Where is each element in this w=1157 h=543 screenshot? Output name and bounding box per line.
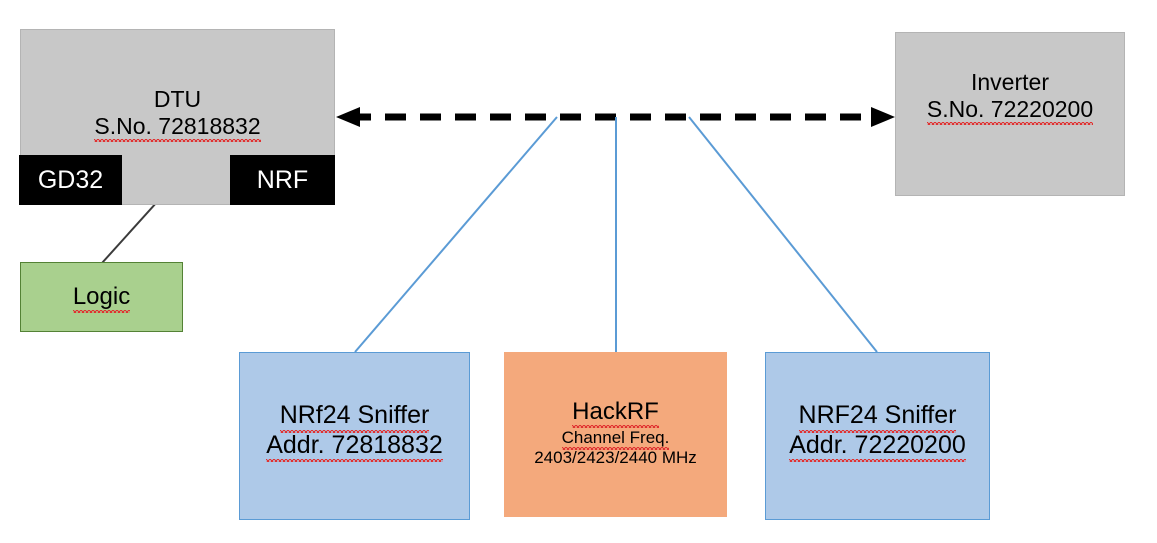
tap-right-connector [688, 116, 878, 353]
hackrf-title: HackRF [572, 398, 659, 429]
inverter-serial: S.No. 72220200 [926, 96, 1094, 126]
logic-node[interactable]: Logic [20, 262, 183, 332]
sniffer-right-address: Addr. 72220200 [789, 430, 966, 462]
inverter-title: Inverter [971, 68, 1049, 95]
dtu-title: DTU [153, 86, 202, 112]
logic-label: Logic [72, 282, 131, 314]
hackrf-node[interactable]: HackRF Channel Freq. 2403/2423/2440 MHz [504, 352, 727, 517]
sniffer-left-title: NRf24 Sniffer [279, 401, 430, 432]
gd32-label: GD32 [37, 165, 104, 194]
hackrf-subtitle: Channel Freq. [561, 428, 670, 451]
inverter-node[interactable]: Inverter S.No. 72220200 [895, 32, 1125, 196]
dtu-serial: S.No. 72818832 [94, 113, 261, 143]
rf-link-arrowhead-right [871, 107, 895, 127]
hackrf-frequencies: 2403/2423/2440 MHz [534, 448, 697, 468]
rf-link-connector [336, 107, 895, 127]
tap-left-connector [354, 116, 558, 353]
sniffer-right-node[interactable]: NRF24 Sniffer Addr. 72220200 [765, 352, 990, 520]
sniffer-right-title: NRF24 Sniffer [798, 401, 957, 432]
sniffer-left-node[interactable]: NRf24 Sniffer Addr. 72818832 [239, 352, 470, 520]
gd32-chip[interactable]: GD32 [19, 155, 122, 205]
rf-link-arrowhead-left [336, 107, 360, 127]
sniffer-left-address: Addr. 72818832 [266, 430, 443, 462]
nrf-label: NRF [256, 165, 309, 194]
nrf-chip[interactable]: NRF [230, 155, 335, 205]
